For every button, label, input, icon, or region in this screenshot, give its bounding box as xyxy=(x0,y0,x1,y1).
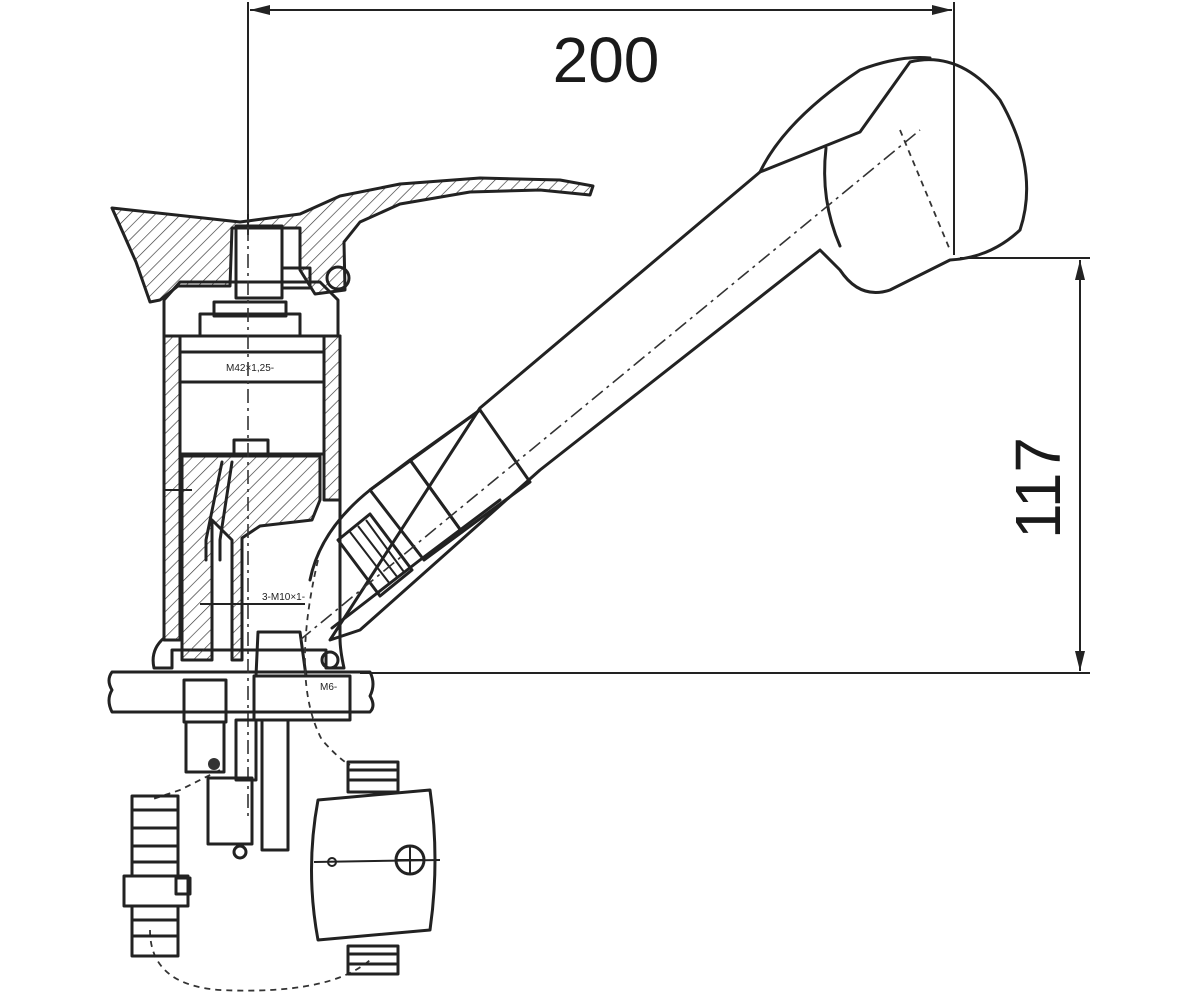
height-dimension: 117 xyxy=(360,257,1090,674)
spout-axis xyxy=(299,129,921,641)
pull-out-spout xyxy=(308,56,1029,642)
thread-mount-note: M6- xyxy=(320,682,337,693)
height-dimension-label: 117 xyxy=(1002,437,1074,539)
thread-inlet-note: 3-M10×1- xyxy=(262,592,305,603)
angle-valve xyxy=(122,794,192,958)
valve-knob-icon xyxy=(208,758,220,770)
thread-main-note: M42×1,25- xyxy=(226,363,274,374)
width-dimension: 200 xyxy=(247,2,955,255)
valve-body: M42×1,25- xyxy=(151,334,346,670)
hose-counterweight xyxy=(310,760,441,976)
supply-connections xyxy=(182,678,290,860)
mixing-block: 3-M10×1- xyxy=(180,454,322,662)
countertop xyxy=(107,670,375,714)
outlet-base: M6- xyxy=(252,630,352,722)
hose-path xyxy=(149,559,371,992)
width-dimension-label: 200 xyxy=(553,24,660,96)
